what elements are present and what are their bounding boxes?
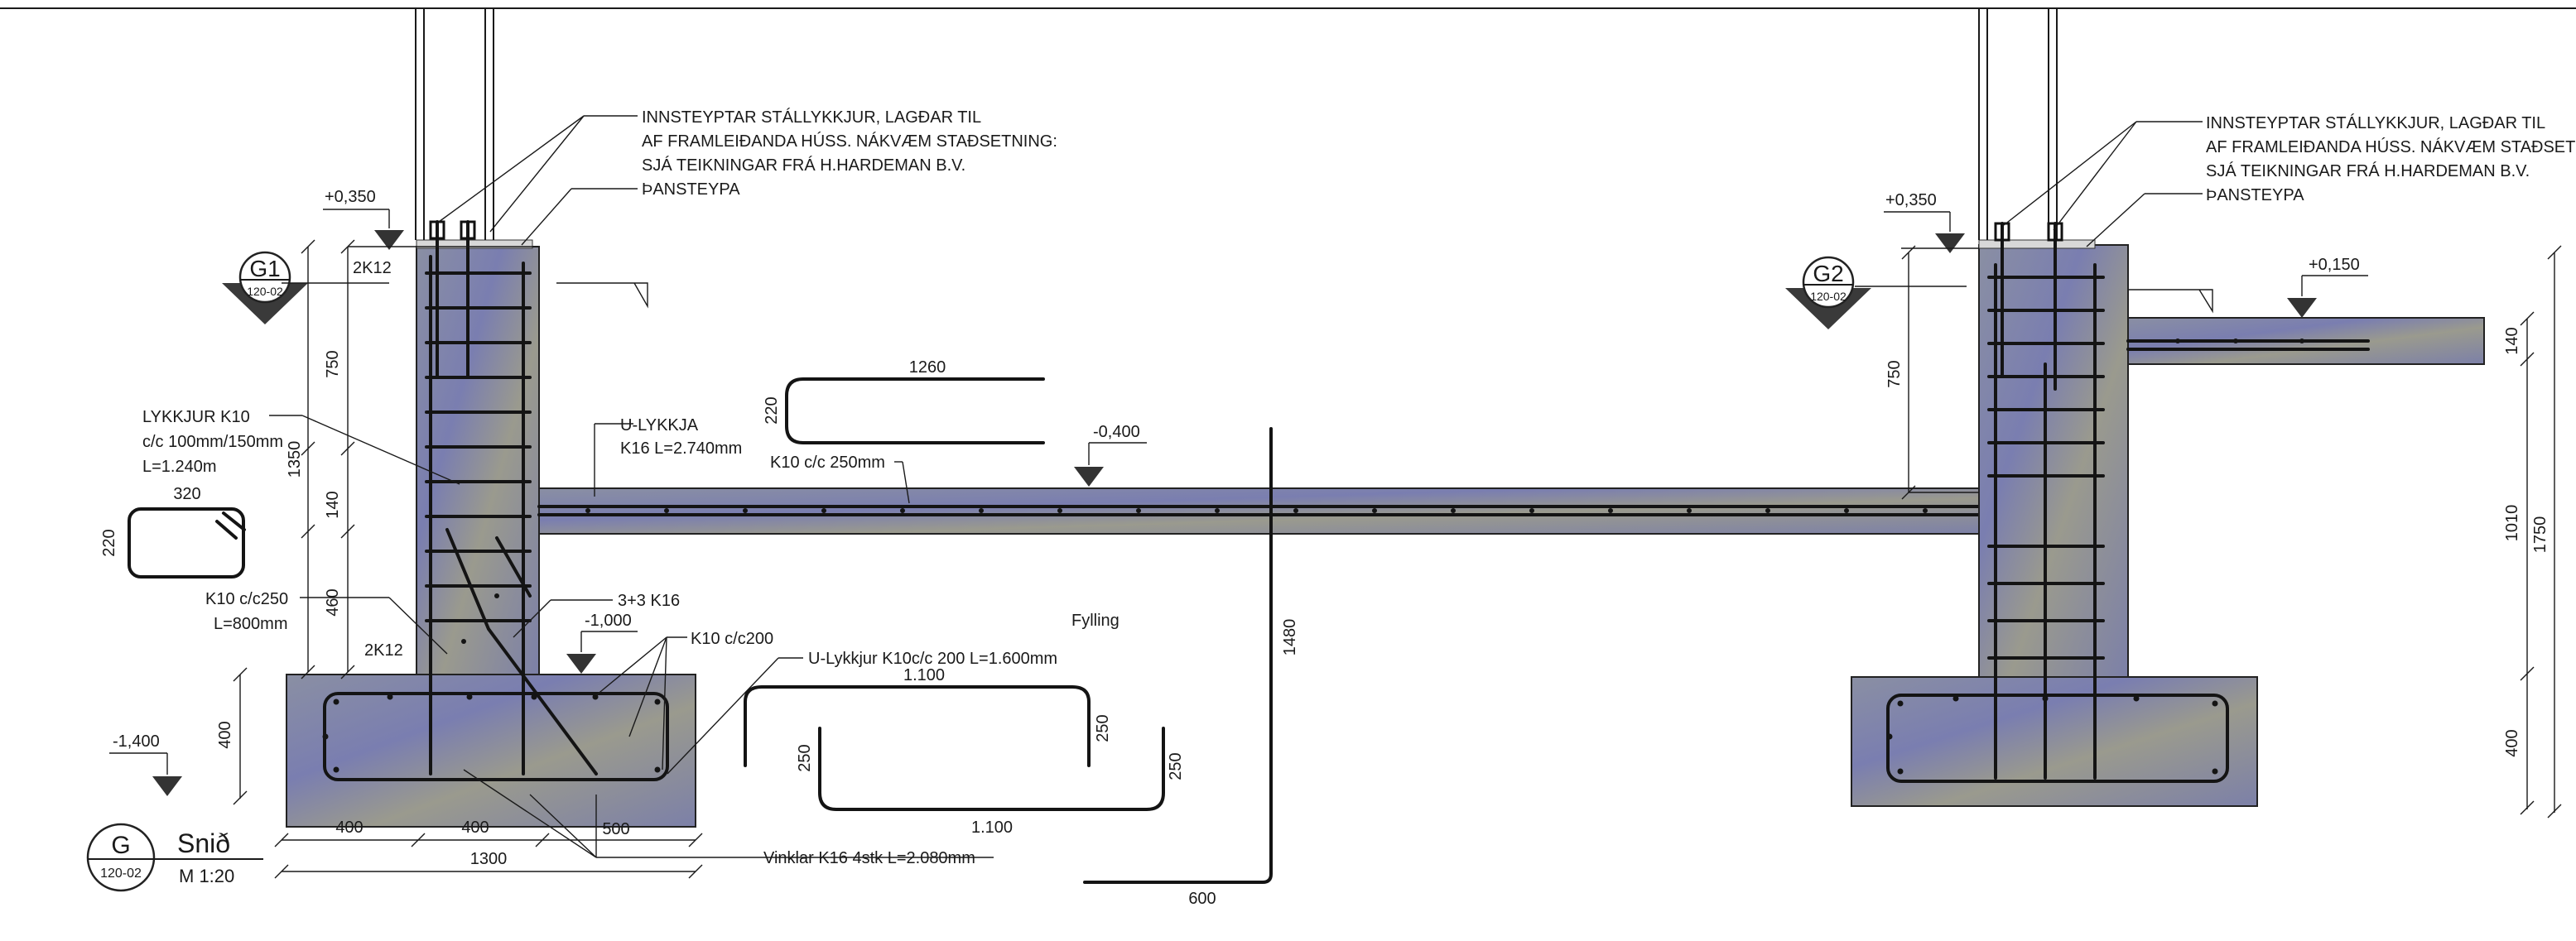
marker-g2-letter: G2: [1813, 261, 1843, 286]
label-k10-250-1: K10 c/c250: [205, 590, 288, 608]
level-minus-1400: -1,400: [113, 732, 160, 751]
right-footing: [1851, 676, 2258, 807]
marker-g1-letter: G1: [249, 256, 280, 281]
dim-250-lower-left: 250: [796, 744, 814, 771]
label-k10-250-2: L=800mm: [214, 615, 288, 633]
dim-400-left-vertical: 400: [216, 721, 234, 748]
marker-g2-ref: 120-02: [1810, 290, 1847, 303]
label-k10-250mm: K10 c/c 250mm: [770, 454, 885, 472]
label-lykkjur-3: L=1.240m: [142, 458, 217, 476]
right-foundation: [1851, 8, 2485, 807]
dim-400-bottom-2: 400: [461, 819, 489, 837]
leader-lines: [269, 115, 2213, 858]
dim-500: 500: [602, 820, 629, 838]
dim-250-upper-right: 250: [1094, 714, 1112, 742]
marker-g-title: [86, 823, 263, 892]
label-lykkjur-1: LYKKJUR K10: [142, 408, 250, 426]
dim-220-ubar: 220: [763, 396, 781, 424]
left-footing: [286, 674, 696, 828]
title-section-letter: G: [111, 832, 130, 859]
label-2k12-bottom: 2K12: [364, 641, 403, 660]
dim-1260: 1260: [909, 358, 946, 377]
marker-g2: [1785, 256, 1967, 329]
label-fylling: Fylling: [1071, 612, 1119, 630]
dim-400-right: 400: [2503, 729, 2521, 756]
dim-140-left: 140: [324, 491, 342, 518]
dim-750-right: 750: [1885, 360, 1904, 387]
marker-g1-ref: 120-02: [247, 285, 283, 298]
level-minus-1000: -1,000: [585, 612, 632, 630]
label-k10-200: K10 c/c200: [691, 630, 773, 648]
label-u-lykkja-2: K16 L=2.740mm: [620, 439, 742, 458]
dim-400-bottom-1: 400: [335, 819, 363, 837]
dim-750-left: 750: [324, 350, 342, 377]
left-column: [416, 246, 540, 678]
marker-g1: [222, 251, 389, 324]
dim-1010: 1010: [2503, 505, 2521, 542]
dim-1300: 1300: [470, 850, 508, 868]
dim-460: 460: [324, 588, 342, 616]
left-grout: [416, 239, 533, 249]
dim-220-stirrup: 220: [100, 529, 118, 556]
note-left-3: SJÁ TEIKNINGAR FRÁ H.HARDEMAN B.V.: [642, 156, 965, 175]
dim-140-right: 140: [2503, 327, 2521, 354]
detail-shapes: [128, 377, 1273, 884]
note-right-3: SJÁ TEIKNINGAR FRÁ H.HARDEMAN B.V.: [2206, 161, 2530, 180]
dim-600: 600: [1188, 890, 1216, 908]
dim-320: 320: [173, 485, 200, 503]
note-right-4: ÞANSTEYPA: [2206, 186, 2304, 204]
dimension-lines: [233, 239, 2562, 879]
level-markers: [109, 209, 2368, 796]
level-plus-0350-left: +0,350: [325, 188, 376, 206]
label-lykkjur-2: c/c 100mm/150mm: [142, 433, 283, 451]
text-layer: INNSTEYPTAR STÁLLYKKJUR, LAGÐAR TIL AF F…: [100, 108, 2576, 908]
dim-1480: 1480: [1281, 619, 1299, 656]
dim-1100-lower: 1.100: [971, 819, 1013, 837]
label-2k12-top: 2K12: [353, 259, 392, 277]
dim-1100-upper: 1.100: [903, 666, 945, 684]
note-left-4: ÞANSTEYPA: [642, 180, 740, 199]
label-vinklar: Vinklar K16 4stk L=2.080mm: [763, 849, 975, 867]
title-section-ref: 120-02: [100, 867, 142, 881]
level-minus-0400: -0,400: [1093, 423, 1140, 441]
dim-250-lower-right: 250: [1167, 752, 1185, 780]
left-foundation: [286, 8, 2011, 828]
note-right-1: INNSTEYPTAR STÁLLYKKJUR, LAGÐAR TIL: [2206, 113, 2545, 132]
level-plus-0350-right: +0,350: [1885, 191, 1937, 209]
drawing-scale: M 1:20: [179, 866, 234, 886]
dim-1750: 1750: [2531, 516, 2550, 554]
ground-beam: [538, 487, 2011, 535]
dim-1350: 1350: [286, 441, 304, 478]
note-right-2: AF FRAMLEIÐANDA HÚSS. NÁKVÆM STAÐSETNING: [2206, 137, 2576, 156]
label-u-lykkja-1: U-LYKKJA: [620, 416, 699, 434]
label-3-3-k16: 3+3 K16: [618, 592, 680, 610]
drawing-title: Snið: [177, 828, 230, 858]
level-plus-0150: +0,150: [2309, 256, 2360, 274]
note-left-2: AF FRAMLEIÐANDA HÚSS. NÁKVÆM STAÐSETNING…: [642, 132, 1057, 151]
note-left-1: INNSTEYPTAR STÁLLYKKJUR, LAGÐAR TIL: [642, 108, 981, 127]
label-u-lykkjur-200: U-Lykkjur K10c/c 200 L=1.600mm: [808, 650, 1057, 668]
